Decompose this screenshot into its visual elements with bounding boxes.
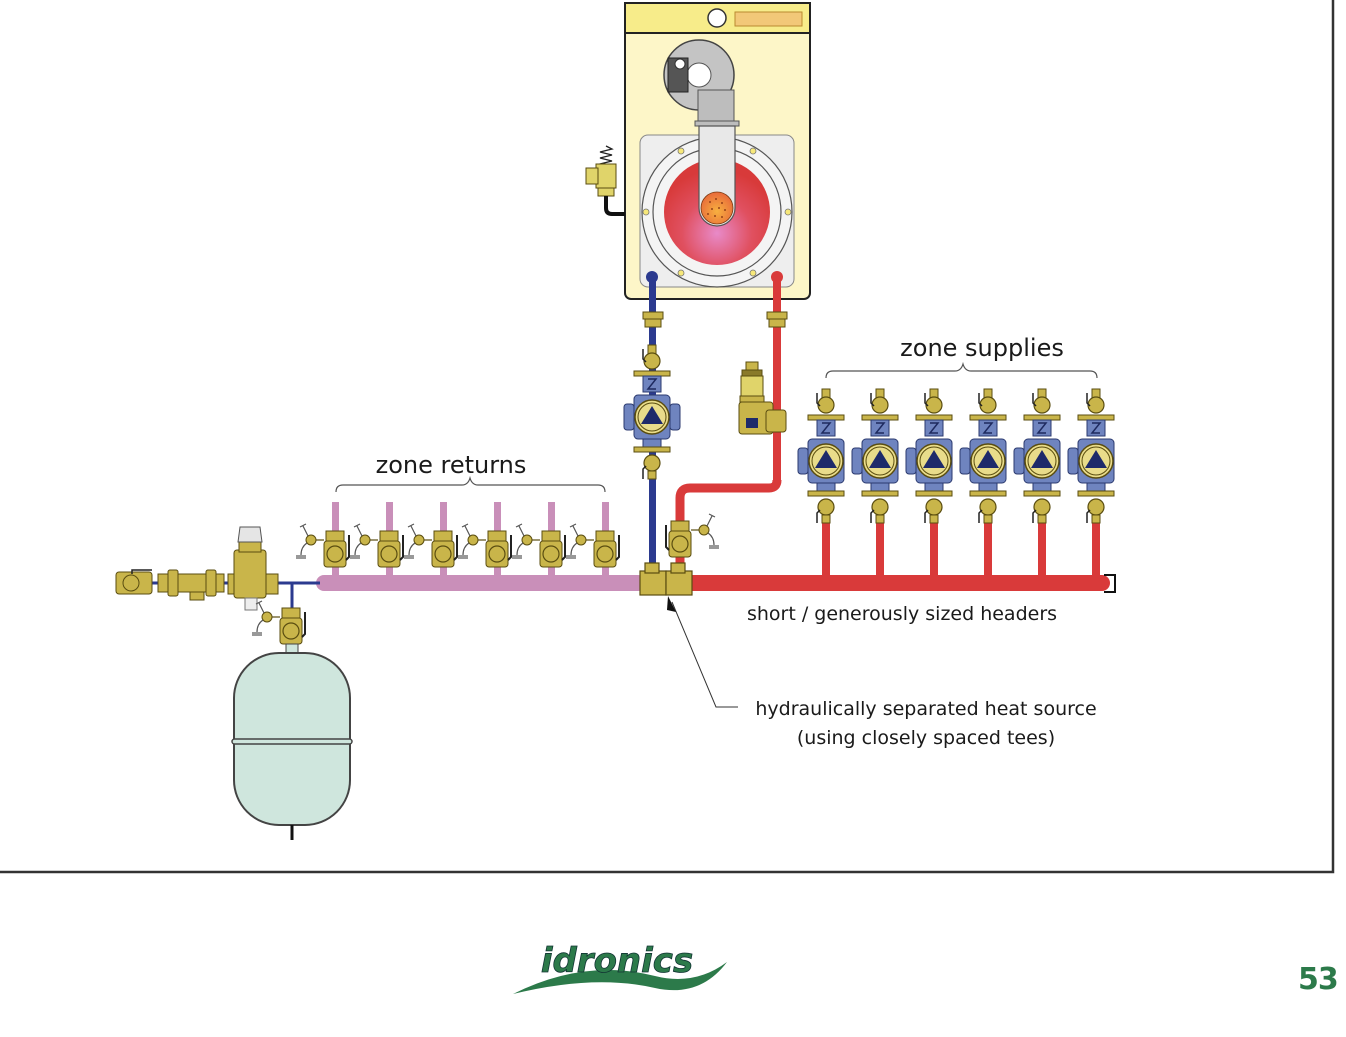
makeup-water-assembly	[115, 526, 320, 612]
zone-supply-3	[905, 388, 953, 578]
zone-supplies-brace	[825, 361, 1098, 379]
zone-supply-6	[1067, 388, 1115, 578]
zone-supply-1	[797, 388, 845, 578]
union-fittings	[642, 311, 788, 328]
zone-return-5	[511, 502, 566, 577]
expansion-tank	[231, 600, 353, 840]
zone-return-3	[403, 502, 458, 577]
boiler	[624, 2, 811, 300]
zone-supply-2	[851, 388, 899, 578]
zone-supply-circulators	[797, 388, 1115, 578]
boiler-circulator	[623, 344, 681, 480]
page-number: 53	[1298, 962, 1339, 997]
supply-header	[680, 574, 1116, 593]
zone-return-1	[295, 502, 350, 577]
zone-return-2	[349, 502, 404, 577]
zone-returns-brace	[335, 475, 606, 493]
pressure-relief-valve	[585, 145, 625, 216]
return-header	[316, 575, 646, 591]
zone-supplies-label: zone supplies	[900, 334, 1064, 362]
separation-note-line2: (using closely spaced tees)	[797, 727, 1055, 749]
logo-text: idronics	[541, 941, 693, 981]
figure-frame	[0, 0, 1335, 874]
zone-return-6	[565, 502, 620, 577]
zone-supply-4	[959, 388, 1007, 578]
closely-spaced-tees	[639, 562, 693, 596]
zone-returns-label: zone returns	[376, 451, 527, 479]
separation-note-line1: hydraulically separated heat source	[755, 698, 1096, 720]
air-vent	[738, 361, 787, 435]
headers-note: short / generously sized headers	[747, 603, 1057, 625]
supply-purge-valve	[665, 513, 720, 558]
zone-supply-5	[1013, 388, 1061, 578]
idronics-logo: idronics	[513, 941, 727, 994]
zone-return-4	[457, 502, 512, 577]
boiler-supply-pipe	[675, 271, 783, 570]
zone-return-valves	[295, 502, 620, 577]
separation-leader-arrow	[667, 596, 738, 708]
